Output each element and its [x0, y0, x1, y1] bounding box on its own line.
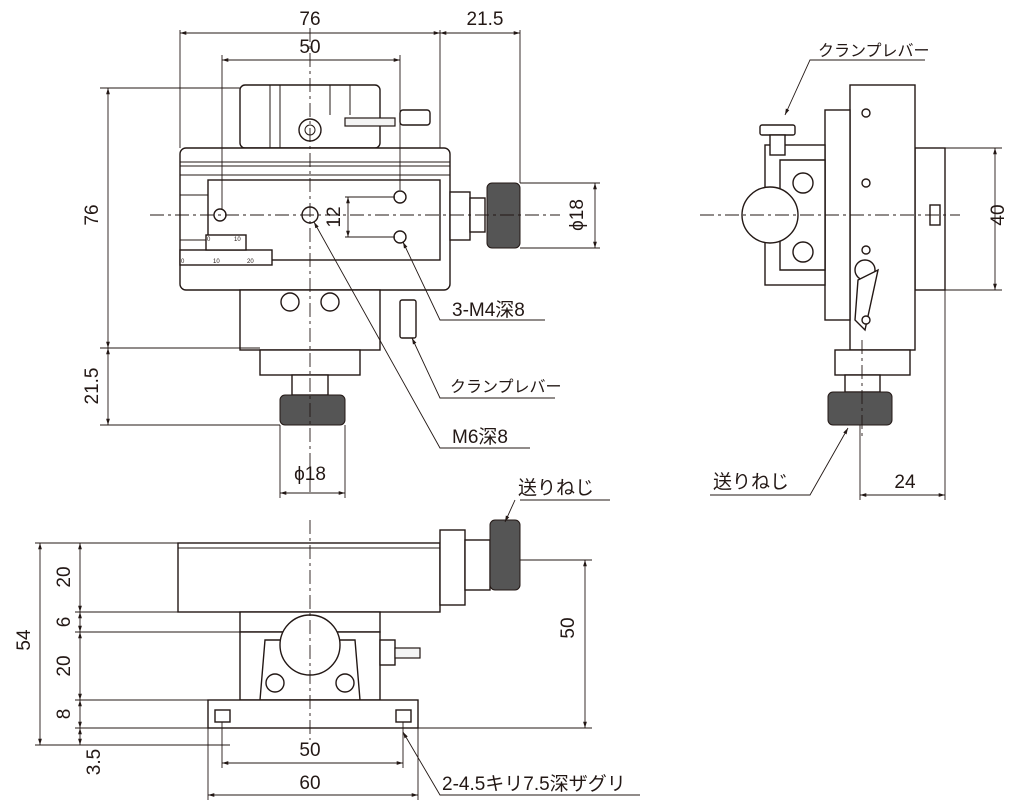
svg-text:2-4.5キリ7.5深ザグリ: 2-4.5キリ7.5深ザグリ [442, 773, 626, 795]
bv-base [207, 699, 419, 729]
bottom-view [177, 519, 521, 740]
svg-text:8: 8 [54, 709, 75, 720]
svg-text:50: 50 [558, 617, 579, 638]
scale-labels: 0 10 20 0 10 [181, 237, 254, 265]
svg-text:6: 6 [54, 617, 75, 628]
svg-text:12: 12 [324, 206, 345, 227]
bottom-dimensions: 送りねじ 54 20 6 20 8 3.5 50 50 60 2-4.5キリ7.… [14, 477, 640, 800]
screw [792, 172, 814, 194]
screw [320, 292, 340, 312]
side-feed-knob [827, 391, 893, 426]
lever-block [399, 109, 431, 126]
side-bearing [834, 349, 911, 376]
svg-text:20: 20 [54, 655, 75, 676]
svg-text:50: 50 [299, 740, 320, 761]
svg-text:24: 24 [894, 472, 916, 493]
clamp-lever-top [344, 117, 396, 127]
svg-text:ϕ18: ϕ18 [567, 199, 588, 231]
svg-text:21.5: 21.5 [82, 368, 103, 405]
svg-text:M6深8: M6深8 [452, 426, 508, 448]
scale-bar [179, 249, 273, 266]
m4-hole [393, 190, 407, 204]
bv-lever [394, 647, 421, 659]
svg-text:76: 76 [299, 9, 320, 30]
svg-text:20: 20 [54, 566, 75, 587]
feed-knob-bottom [279, 394, 346, 426]
screw [335, 673, 355, 693]
side-clamp-lever [759, 124, 796, 136]
bv-feed-knob [489, 519, 521, 591]
svg-text:クランプレバー: クランプレバー [450, 378, 562, 396]
side-lever [854, 268, 879, 332]
svg-text:0: 0 [207, 237, 211, 243]
svg-text:3.5: 3.5 [84, 749, 105, 775]
screw [265, 673, 285, 693]
svg-text:50: 50 [299, 37, 320, 58]
bv-top-carriage [177, 542, 441, 613]
side-dimensions: 40 24 送りねじ クランプレバー [710, 42, 1009, 500]
screw [280, 292, 300, 312]
svg-text:10: 10 [234, 237, 241, 243]
svg-text:20: 20 [247, 259, 254, 265]
front-dimensions: 76 21.5 50 76 21.5 ϕ18 12 ϕ18 3-M4深8 クラン… [82, 9, 600, 498]
vernier [205, 234, 247, 251]
screw [792, 241, 814, 263]
svg-text:クランプレバー: クランプレバー [818, 42, 930, 60]
svg-text:送りねじ: 送りねじ [713, 471, 789, 493]
side-collar [844, 374, 881, 393]
lever-stem [769, 134, 786, 156]
svg-text:60: 60 [299, 773, 320, 794]
front-view: 0 10 20 0 10 [150, 28, 560, 495]
svg-text:54: 54 [14, 629, 35, 651]
svg-text:21.5: 21.5 [467, 9, 504, 30]
svg-text:40: 40 [988, 204, 1009, 225]
feed-knob-right [486, 182, 521, 249]
m4-hole [393, 230, 407, 244]
side-view [700, 84, 960, 440]
svg-text:0: 0 [181, 259, 185, 265]
bv-knob-housing [439, 529, 466, 606]
clamp-lever [399, 299, 417, 339]
bv-collar [464, 539, 491, 591]
svg-text:ϕ18: ϕ18 [294, 464, 326, 485]
bv-lever-block [379, 639, 396, 666]
svg-text:3-M4深8: 3-M4深8 [452, 299, 525, 321]
svg-text:10: 10 [213, 259, 220, 265]
svg-text:76: 76 [82, 204, 103, 225]
svg-text:送りねじ: 送りねじ [518, 477, 594, 499]
knob-housing [449, 191, 471, 241]
